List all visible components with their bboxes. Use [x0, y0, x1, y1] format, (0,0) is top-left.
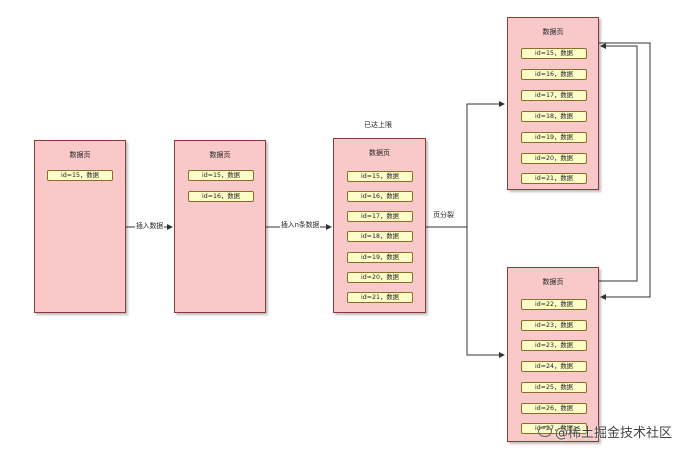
record-item: id=15，数据: [521, 48, 587, 59]
watermark: @稀土掘金技术社区: [537, 422, 672, 441]
record-item: id=18，数据: [347, 231, 413, 242]
record-item: id=20，数据: [521, 153, 587, 164]
record-item: id=15，数据: [347, 171, 413, 182]
record-item: id=18，数据: [521, 111, 587, 122]
page-split-label: 页分裂: [433, 211, 454, 219]
record-item: id=26，数据: [521, 403, 587, 414]
record-item: id=27，数据: [521, 423, 587, 434]
record-item: id=25，数据: [521, 382, 587, 393]
record-item: id=17，数据: [521, 90, 587, 101]
data-page-4: 数据页 id=15，数据 id=16，数据 id=17，数据 id=18，数据 …: [507, 17, 599, 190]
record-item: id=15，数据: [47, 170, 113, 181]
record-item: id=23，数据: [521, 320, 587, 331]
insert-label: 插入数据: [135, 222, 165, 231]
record-item: id=16，数据: [188, 191, 254, 202]
split-up-arrow: [466, 101, 505, 227]
record-item: id=16，数据: [521, 69, 587, 80]
record-item: id=24，数据: [521, 361, 587, 372]
record-item: id=21，数据: [521, 173, 587, 184]
insert-n-label: 插入n条数据: [280, 221, 321, 230]
record-item: id=23，数据: [521, 340, 587, 351]
record-item: id=22，数据: [521, 299, 587, 310]
page-title: 数据页: [542, 28, 564, 36]
record-item: id=20，数据: [347, 272, 413, 283]
link-down-arrow: [599, 42, 651, 300]
wechat-icon: [537, 426, 552, 437]
data-page-2: 数据页 id=15，数据 id=16，数据: [174, 140, 266, 313]
record-item: id=19，数据: [347, 252, 413, 263]
record-item: id=15，数据: [188, 170, 254, 181]
data-page-3: 数据页 id=15，数据 id=16，数据 id=17，数据 id=18，数据 …: [333, 138, 426, 313]
record-item: id=17，数据: [347, 211, 413, 222]
watermark-text: @稀土掘金技术社区: [554, 426, 672, 441]
page-title: 数据页: [369, 149, 390, 157]
page-title: 数据页: [542, 278, 564, 286]
reached-limit-label: 已达上限: [364, 121, 392, 129]
link-up-arrow: [599, 43, 638, 282]
page-title: 数据页: [209, 151, 231, 159]
record-item: id=16，数据: [347, 191, 413, 202]
split-down-arrow: [466, 227, 505, 358]
record-item: id=19，数据: [521, 132, 587, 143]
page-title: 数据页: [69, 151, 91, 159]
data-page-1: 数据页 id=15，数据: [34, 140, 126, 313]
record-item: id=21，数据: [347, 292, 413, 303]
data-page-5: 数据页 id=22，数据 id=23，数据 id=23，数据 id=24，数据 …: [507, 267, 599, 442]
